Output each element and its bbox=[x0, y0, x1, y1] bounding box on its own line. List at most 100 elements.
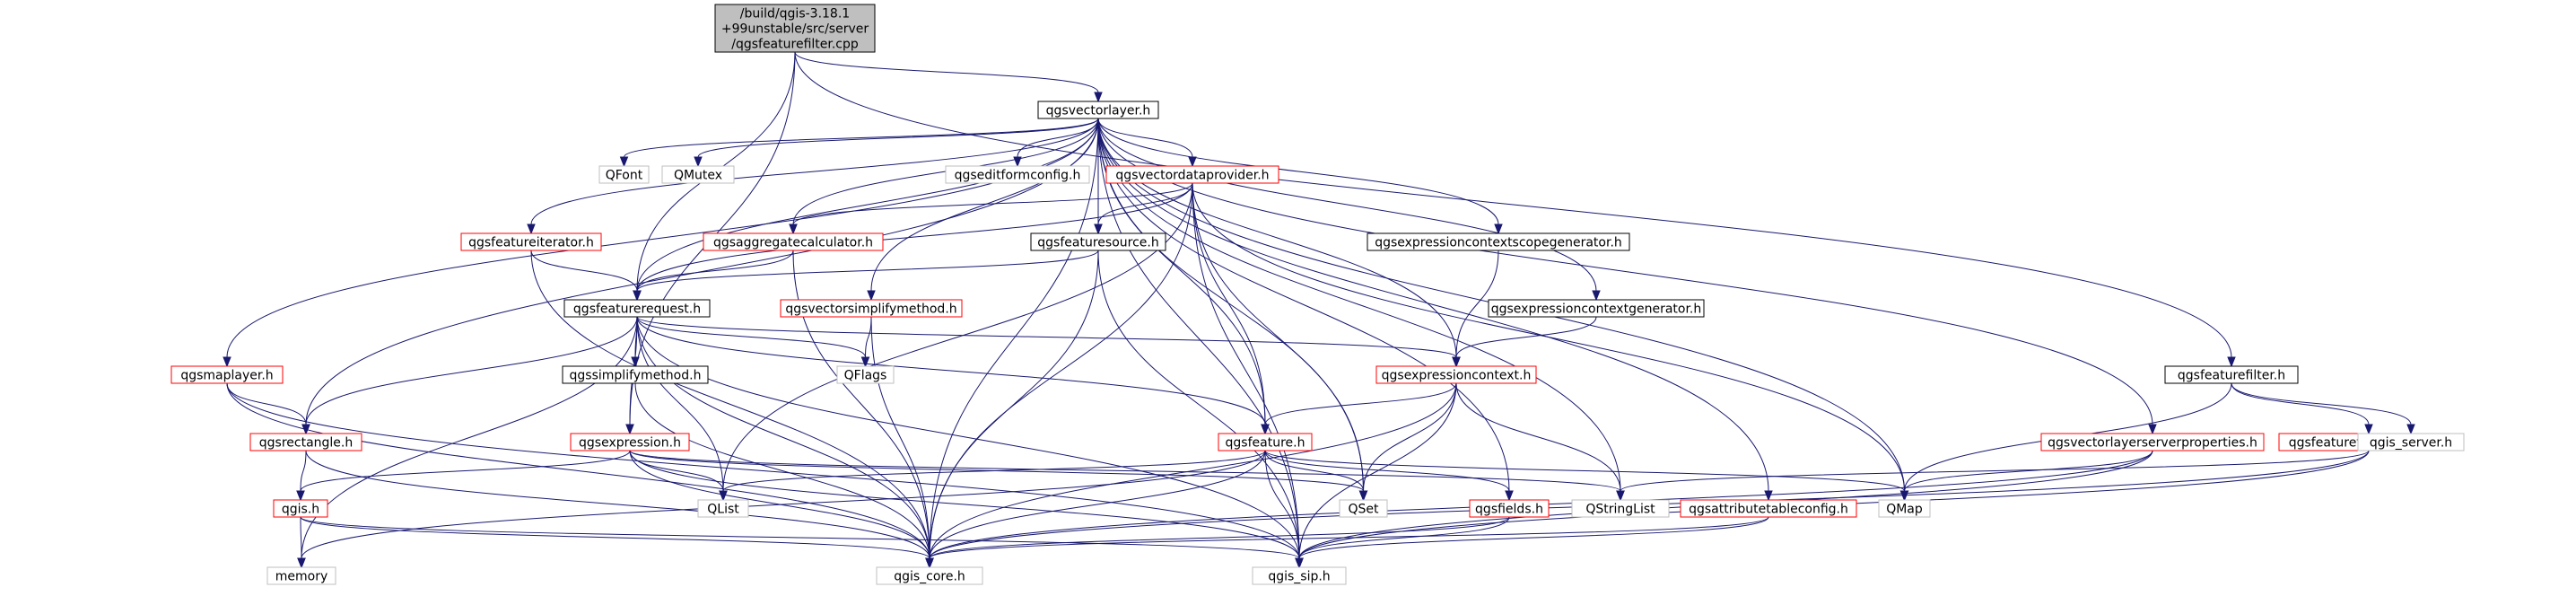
node-qgsmaplayer[interactable]: qgsmaplayer.h bbox=[170, 365, 284, 384]
node-box bbox=[170, 365, 284, 384]
node-label: qgseditformconfig.h bbox=[955, 169, 1081, 183]
edge-qgsvectorlayer-to-qgsvectorsimplifymethod bbox=[870, 118, 1099, 292]
node-label: qgsvectorlayer.h bbox=[1046, 104, 1151, 118]
node-qgsvectordataprovider[interactable]: qgsvectordataprovider.h bbox=[1105, 165, 1279, 184]
edge-qgsvectorlayerserverproperties-to-qmap bbox=[1904, 450, 2153, 492]
node-qgis_server[interactable]: qgis_server.h bbox=[2357, 433, 2465, 451]
node-label: qgsfeaturefilter.h bbox=[2178, 369, 2285, 383]
edge-qgsfields-to-qgis_sip bbox=[1298, 516, 1510, 559]
edge-qgsvectorlayer-to-qgsmaplayer bbox=[226, 118, 1099, 358]
node-memory[interactable]: memory bbox=[266, 566, 336, 585]
node-label: qgis_server.h bbox=[2370, 436, 2452, 451]
node-qgsaggregatecalculator[interactable]: qgsaggregatecalculator.h bbox=[703, 232, 884, 251]
node-qgsexpression[interactable]: qgsexpression.h bbox=[570, 433, 690, 451]
edge-arrowhead bbox=[625, 424, 634, 435]
edge-arrowhead bbox=[297, 557, 306, 569]
edge-qgsaggregatecalculator-to-qgsfeaturerequest bbox=[636, 250, 794, 292]
node-label: qgsexpressioncontextgenerator.h bbox=[1491, 302, 1702, 317]
node-qgsvectorlayer[interactable]: qgsvectorlayer.h bbox=[1037, 101, 1159, 119]
node-label: QSet bbox=[1348, 503, 1379, 517]
node-box bbox=[1469, 499, 1550, 518]
edge-qgsexpressioncontext-to-qgis_core bbox=[929, 382, 1457, 559]
node-box bbox=[876, 566, 983, 585]
edge-arrowhead bbox=[619, 156, 629, 168]
node-qgsfeature[interactable]: qgsfeature.h bbox=[1218, 433, 1313, 451]
edge-qgsvectordataprovider-to-qgsfeaturerequest bbox=[636, 182, 1193, 292]
node-label: QFlags bbox=[844, 369, 887, 383]
edge-arrowhead bbox=[2227, 356, 2236, 368]
node-qgsfeaturefilter[interactable]: qgsfeaturefilter.h bbox=[2164, 365, 2299, 384]
node-qgsrectangle[interactable]: qgsrectangle.h bbox=[249, 433, 362, 451]
node-label: qgsvectordataprovider.h bbox=[1115, 169, 1269, 183]
edge-arrowhead bbox=[1188, 156, 1197, 168]
edge-qgsfields-to-qgis_core bbox=[929, 516, 1510, 559]
node-box bbox=[2040, 433, 2265, 451]
node-qgis_sip[interactable]: qgis_sip.h bbox=[1252, 566, 1347, 585]
node-qgsexpressioncontext[interactable]: qgsexpressioncontext.h bbox=[1375, 365, 1537, 384]
node-qset[interactable]: QSet bbox=[1339, 499, 1388, 518]
node-qgis[interactable]: qgis.h bbox=[273, 499, 328, 518]
node-label: memory bbox=[275, 570, 328, 584]
node-label: qgsexpressioncontext.h bbox=[1382, 369, 1532, 383]
edge-qgsvectorlayer-to-qgsfeaturerequest bbox=[636, 118, 1099, 292]
node-qgssimplifymethod[interactable]: qgssimplifymethod.h bbox=[562, 365, 709, 384]
edge-arrowhead bbox=[633, 290, 642, 302]
node-label: QStringList bbox=[1585, 503, 1655, 517]
node-root[interactable]: /build/qgis-3.18.1+99unstable/src/server… bbox=[714, 4, 876, 53]
node-box bbox=[780, 299, 963, 318]
node-qgsfeaturesource[interactable]: qgsfeaturesource.h bbox=[1030, 232, 1166, 251]
node-qgsvectorlayerserverproperties[interactable]: qgsvectorlayerserverproperties.h bbox=[2040, 433, 2265, 451]
edge-qgsfeatureiterator-to-qgis_core bbox=[530, 250, 930, 559]
node-qgsexpressioncontextgenerator[interactable]: qgsexpressioncontextgenerator.h bbox=[1488, 299, 1705, 318]
node-qgsfields[interactable]: qgsfields.h bbox=[1469, 499, 1550, 518]
edge-qgsvectordataprovider-to-qgsaggregatecalculator bbox=[792, 182, 1193, 225]
edge-qgsaggregatecalculator-to-qgis_core bbox=[792, 250, 930, 559]
node-box bbox=[598, 165, 650, 184]
node-box bbox=[1105, 165, 1279, 184]
edge-qgsexpressioncontext-to-qstringlist bbox=[1455, 382, 1621, 492]
edge-qgssimplifymethod-to-qgis_core bbox=[634, 382, 930, 559]
edge-qgsexpressioncontext-to-qset bbox=[1363, 382, 1457, 492]
node-box bbox=[1339, 499, 1388, 518]
node-qflags[interactable]: QFlags bbox=[836, 365, 895, 384]
node-box bbox=[1375, 365, 1537, 384]
edge-arrowhead bbox=[1094, 92, 1103, 103]
node-label: qgsrectangle.h bbox=[259, 436, 353, 451]
node-label: QMap bbox=[1886, 503, 1923, 517]
edge-qgsexpressioncontextscopegenerator-to-qgsexpressioncontext bbox=[1455, 250, 1499, 358]
node-qgsvectorsimplifymethod[interactable]: qgsvectorsimplifymethod.h bbox=[780, 299, 963, 318]
node-qgis_core[interactable]: qgis_core.h bbox=[876, 566, 983, 585]
edge-qgsfeature-to-qset bbox=[1264, 450, 1364, 492]
node-box bbox=[570, 433, 690, 451]
edge-qgsfeature-to-memory bbox=[301, 450, 1266, 559]
node-qgsattributetableconfig[interactable]: qgsattributetableconfig.h bbox=[1680, 499, 1857, 518]
edge-qgsvectorlayer-to-qgis_sip bbox=[1097, 118, 1300, 559]
edge-qgsfeature-to-qmap bbox=[1264, 450, 1905, 492]
edge-qgsexpressioncontext-to-qgsfeature bbox=[1264, 382, 1457, 425]
edge-qgsexpression-to-qlist bbox=[629, 450, 724, 492]
node-label: qgis.h bbox=[282, 503, 319, 517]
edge-qgsexpressioncontext-to-qgis_sip bbox=[1298, 382, 1457, 559]
edge-qgsfeaturesource-to-qgis_sip bbox=[1097, 250, 1300, 559]
edge-arrowhead bbox=[1764, 490, 1773, 502]
node-qgsfeaturerequest[interactable]: qgsfeaturerequest.h bbox=[563, 299, 711, 318]
edge-root-to-qgsvectorlayer bbox=[794, 51, 1099, 93]
node-qstringlist[interactable]: QStringList bbox=[1571, 499, 1670, 518]
node-qmutex[interactable]: QMutex bbox=[661, 165, 735, 184]
node-qgseditformconfig[interactable]: qgseditformconfig.h bbox=[945, 165, 1090, 184]
edge-arrowhead bbox=[223, 356, 231, 368]
node-qmap[interactable]: QMap bbox=[1878, 499, 1931, 518]
node-box bbox=[1878, 499, 1931, 518]
node-label: qgis_core.h bbox=[894, 570, 965, 584]
node-label: /build/qgis-3.18.1 bbox=[740, 7, 850, 22]
edge-qgsexpressioncontextgenerator-to-qgsexpressioncontext bbox=[1455, 316, 1597, 358]
node-qfont[interactable]: QFont bbox=[598, 165, 650, 184]
edge-qgsfeature-to-qgsfields bbox=[1264, 450, 1510, 492]
node-qlist[interactable]: QList bbox=[697, 499, 749, 518]
edge-qgis-to-qgis_core bbox=[300, 516, 930, 559]
edge-qgsvectorlayer-to-qgsexpressioncontextgenerator bbox=[1097, 118, 1597, 292]
node-label: QFont bbox=[606, 169, 643, 183]
edge-arrowhead bbox=[860, 356, 870, 368]
node-qgsexpressioncontextscopegenerator[interactable]: qgsexpressioncontextscopegenerator.h bbox=[1367, 232, 1630, 251]
node-qgsfeatureiterator[interactable]: qgsfeatureiterator.h bbox=[460, 232, 602, 251]
